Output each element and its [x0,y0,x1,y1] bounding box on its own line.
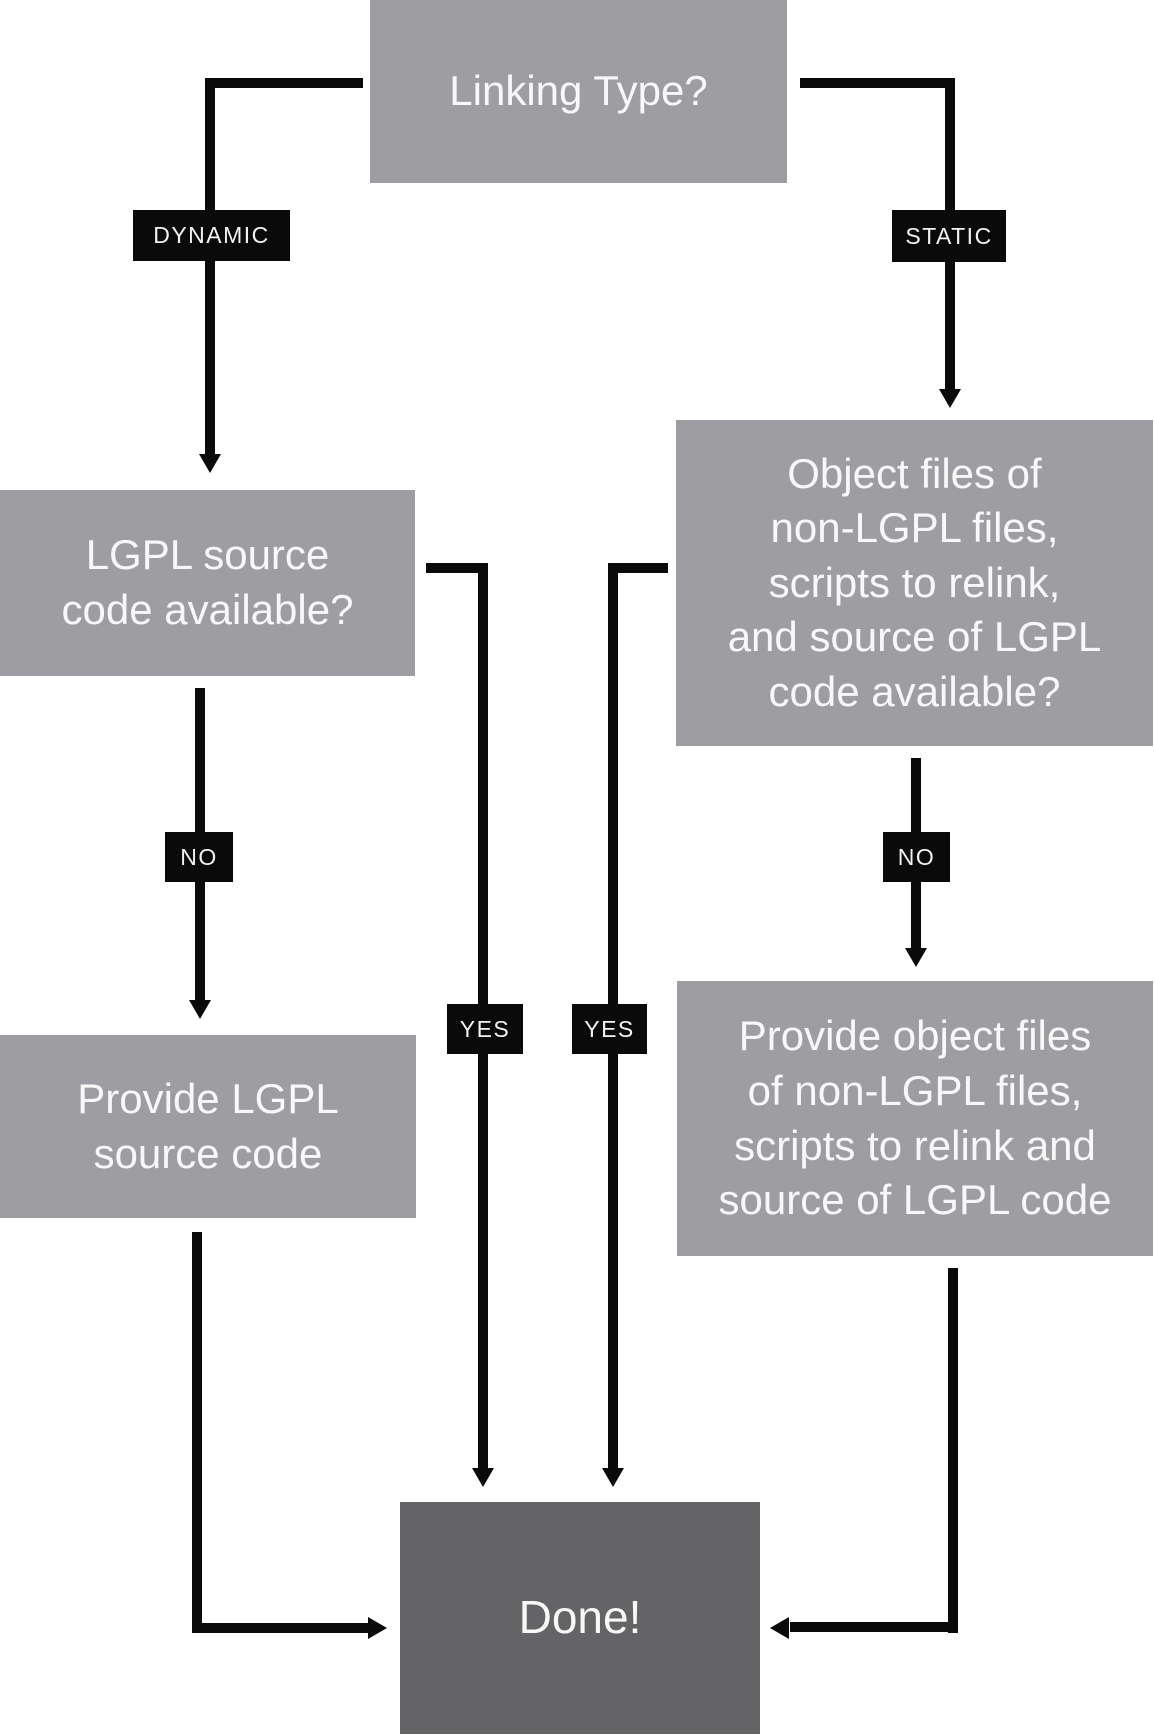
edge-label-no-right: NO [883,832,950,882]
node-lgpl-source-question: LGPL source code available? [0,490,415,676]
node-linking-type-label: Linking Type? [449,67,708,115]
edge-label-yes-left-text: YES [459,1015,511,1042]
connector-dynamic-horizontal [205,78,363,88]
node-provide-lgpl-source-label: Provide LGPL source code [77,1074,339,1177]
arrowhead-bottom-right-left [770,1617,789,1639]
node-done: Done! [400,1502,760,1734]
node-provide-object-files-label: Provide object files of non-LGPL files, … [718,1012,1112,1224]
edge-label-yes-right-text: YES [584,1015,635,1042]
arrowhead-yes-left-down [472,1468,494,1487]
arrowhead-no-right-down [905,948,927,967]
node-done-label: Done! [518,1591,642,1644]
arrowhead-static-down [939,389,961,408]
node-provide-object-files: Provide object files of non-LGPL files, … [677,981,1153,1256]
connector-yes-left-horizontal [426,563,488,573]
edge-label-static: STATIC [892,210,1006,262]
connector-dynamic-vertical [205,78,215,455]
connector-bottom-right-horizontal [790,1622,958,1632]
arrowhead-bottom-left-right [368,1617,387,1639]
edge-label-yes-left: YES [447,1004,523,1054]
edge-label-yes-right: YES [572,1004,647,1054]
edge-label-static-text: STATIC [905,222,993,249]
node-static-question-label: Object files of non-LGPL files, scripts … [727,449,1102,715]
edge-label-no-left-text: NO [180,843,218,870]
node-provide-lgpl-source: Provide LGPL source code [0,1035,416,1218]
node-static-question: Object files of non-LGPL files, scripts … [676,420,1153,746]
arrowhead-yes-right-down [602,1468,624,1487]
connector-bottom-right-vertical [948,1268,958,1633]
connector-yes-right-horizontal [608,563,668,573]
node-linking-type: Linking Type? [370,0,787,183]
edge-label-no-right-text: NO [897,843,936,870]
edge-label-dynamic: DYNAMIC [133,210,290,261]
edge-label-dynamic-text: DYNAMIC [153,222,270,248]
node-lgpl-source-question-label: LGPL source code available? [61,531,354,633]
connector-bottom-left-vertical [192,1232,202,1633]
edge-label-no-left: NO [165,832,233,882]
connector-static-horizontal [800,78,955,88]
arrowhead-no-left-down [189,1000,211,1019]
connector-bottom-left-horizontal [192,1623,368,1633]
arrowhead-dynamic-down [199,454,221,473]
